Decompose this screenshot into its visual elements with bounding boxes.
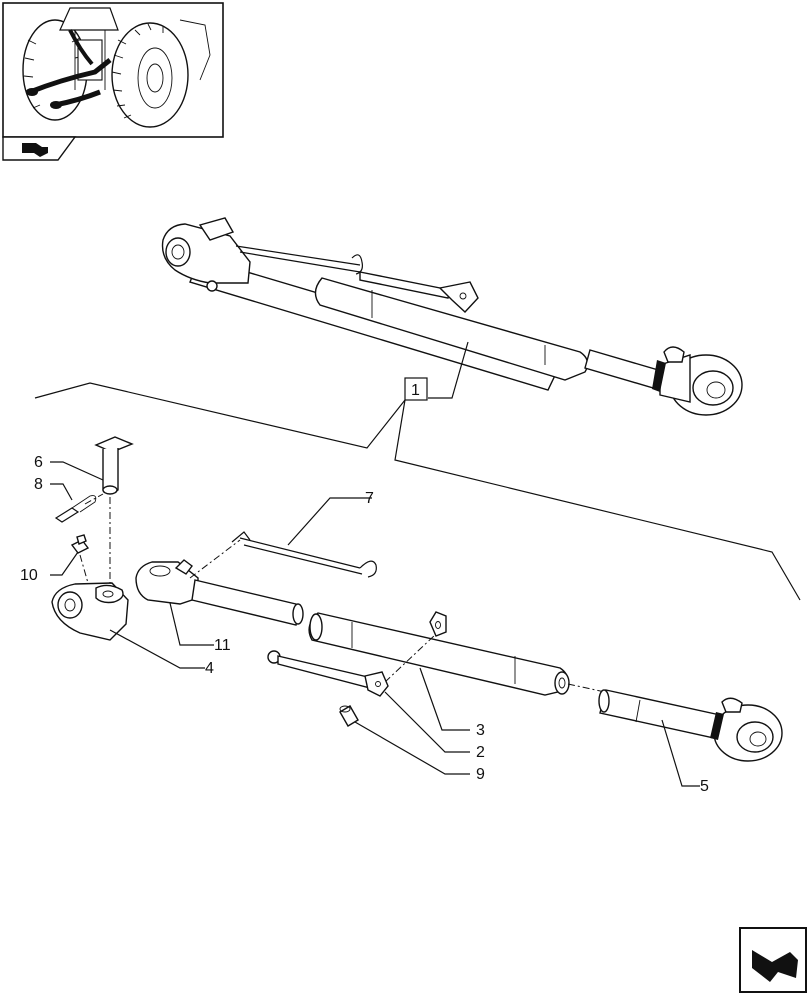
callout-1: 1 (404, 377, 428, 401)
axis-main (567, 683, 606, 693)
callout-leaders (50, 461, 700, 787)
lever-part-2 (267, 650, 389, 697)
next-arrow-icon[interactable] (739, 927, 807, 993)
axis-rod-7 (189, 539, 241, 579)
callout-1-label: 1 (411, 382, 420, 399)
callout-9-label: 9 (476, 766, 485, 783)
top-link-assembly-drawing (161, 217, 743, 416)
callout-11-label: 11 (214, 637, 231, 654)
callout-6-label: 6 (34, 454, 43, 471)
callout-5-label: 5 (700, 778, 709, 795)
navigation-arrow-icon[interactable] (2, 136, 77, 161)
callout-4-label: 4 (205, 660, 214, 677)
clip-part-8 (54, 495, 97, 523)
axis-lever-2 (384, 633, 437, 683)
pin-part-6 (94, 436, 134, 495)
retaining-rod-part-7 (231, 531, 377, 578)
yoke-part-4 (51, 582, 129, 641)
pin-part-9 (339, 705, 359, 727)
axis-clip-8 (84, 493, 104, 505)
callout-8-label: 8 (34, 476, 43, 493)
grease-fitting-part-10 (70, 534, 90, 554)
callout-10-label: 10 (20, 567, 38, 584)
ball-end-part-5 (598, 689, 783, 762)
callout-2-label: 2 (476, 744, 485, 761)
callout-3-label: 3 (476, 722, 485, 739)
main-tube-part-3 (308, 611, 570, 696)
callout-7-label: 7 (365, 490, 374, 507)
fork-tube-part-11 (135, 559, 304, 626)
tractor-rear-thumbnail[interactable] (2, 2, 224, 138)
assembly-leader-lines (34, 341, 801, 601)
